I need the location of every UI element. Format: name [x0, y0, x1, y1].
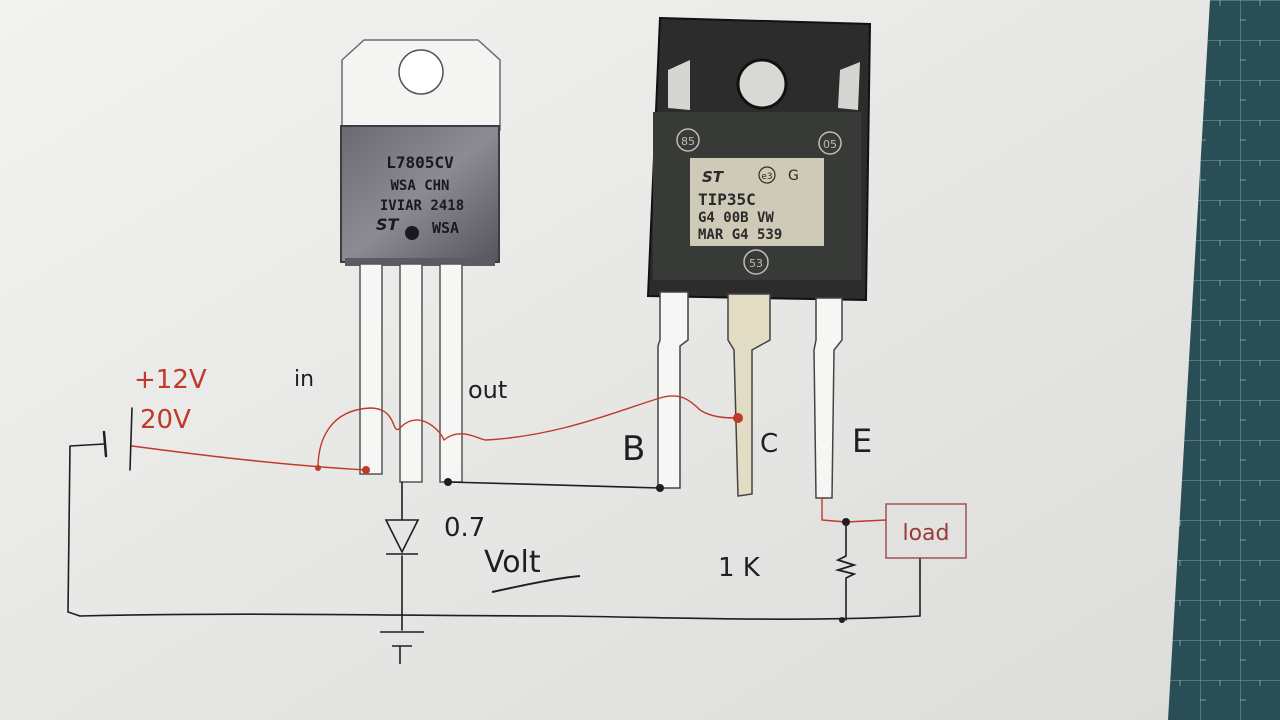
supply-plate-long [129, 407, 133, 471]
regulator-pin-in [359, 263, 383, 475]
ground-symbol [380, 631, 424, 664]
transistor-marking-line-2: G4 00B VW [698, 210, 774, 226]
supply-plate-short [102, 430, 108, 458]
badge-top-left [676, 128, 700, 152]
regulator-body [340, 125, 500, 263]
g-mark: G [788, 168, 799, 184]
badge-top-right-text: 05 [823, 138, 837, 151]
pin-label-in: in [294, 367, 314, 392]
junctions [315, 413, 850, 623]
transistor-mounting-hole [736, 58, 788, 110]
regulator-marking-line-1: L7805CV [386, 153, 454, 172]
ground-loop-left [67, 443, 105, 617]
junction-collector [733, 413, 743, 423]
regulator-tab-hole [398, 49, 444, 95]
crossover-wire [317, 395, 739, 469]
load-box [885, 503, 967, 559]
pin-label-b: B [622, 429, 645, 469]
load-label: load [902, 521, 949, 546]
diode-symbol [384, 519, 420, 555]
wires [67, 395, 921, 631]
diode-value-label: 0.7 [444, 513, 485, 543]
transistor-marking-line-1: TIP35C [698, 190, 756, 209]
resistor-symbol [834, 555, 858, 579]
diode-unit-label: Volt [484, 545, 541, 580]
transistor-pin-collector [727, 293, 771, 497]
junction-crossover [315, 465, 321, 471]
out-to-base-wire [447, 481, 661, 489]
regulator-marking-line-4: WSA [432, 219, 459, 237]
regulator-marking-line-2: WSA CHN [390, 178, 449, 194]
regulator-pin-out [439, 263, 463, 483]
ground-bus [79, 613, 921, 620]
power-transistor: 85 05 53 ST e3 G TIP35C G4 00B VW MAR G4… [646, 16, 872, 499]
st-logo-icon: ST [376, 215, 400, 234]
junction-base [656, 484, 664, 492]
junction-in-pin [362, 466, 370, 474]
junction-out-pin [444, 478, 452, 486]
e3-mark: e3 [761, 172, 772, 182]
transistor-pin-emitter [813, 297, 843, 499]
badge-top-right [818, 131, 842, 155]
paper-sheet [0, 0, 1210, 720]
regulator-pin-gnd [399, 263, 423, 483]
resistor-value-label: 1 K [718, 553, 761, 583]
junction-emitter [842, 518, 850, 526]
badge-bottom-text: 53 [749, 257, 763, 270]
supply-label-12v: +12V [134, 365, 207, 395]
pin-label-c: C [760, 429, 778, 459]
badge-top-left-text: 85 [681, 135, 695, 148]
junction-ground-bus [839, 617, 845, 623]
regulator-marking-line-3: IVIAR 2418 [380, 198, 464, 214]
transistor-pin-base [657, 291, 689, 489]
diode-unit-underline [491, 575, 581, 593]
emitter-wire [821, 497, 887, 523]
supply-wire [131, 445, 367, 471]
st-logo-icon-2: ST [702, 168, 725, 186]
badge-bottom [743, 249, 769, 275]
supply-label-20v: 20V [140, 405, 191, 435]
transistor-marking-line-3: MAR G4 539 [698, 227, 782, 243]
voltage-regulator: L7805CV WSA CHN IVIAR 2418 ST WSA [340, 39, 501, 483]
pin-label-e: E [852, 422, 872, 460]
transistor-label [690, 158, 824, 246]
pin-label-out: out [468, 376, 507, 404]
regulator-dot-icon [405, 226, 419, 240]
